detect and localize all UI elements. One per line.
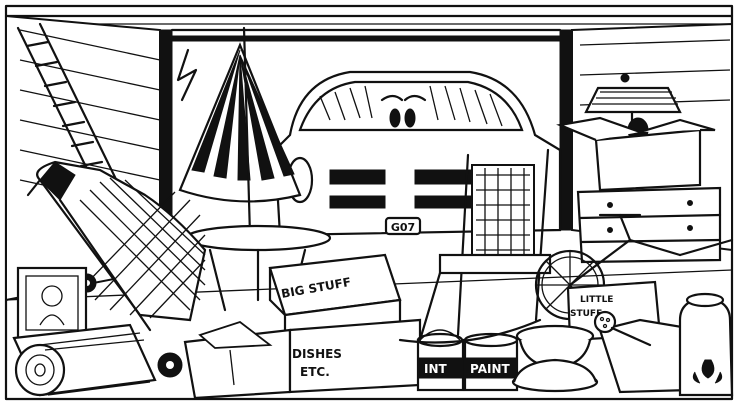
license-plate-text: G07 [391, 221, 415, 234]
car-eye-left [389, 108, 401, 128]
dishes-label-line2: ETC. [300, 365, 330, 379]
little-stuff-label-line2: STUFF [570, 309, 602, 319]
paint-can-right-label: PAINT [470, 362, 510, 376]
stroller-check-pattern [79, 177, 206, 319]
chair-weave [476, 168, 530, 262]
little-stuff-label-line1: LITTLE [580, 295, 613, 305]
dresser [576, 186, 722, 264]
paint-cans: INT PAINT [416, 329, 519, 392]
paint-can-left-label: INT [424, 362, 448, 376]
windshield-shading [319, 85, 503, 127]
rolled-rug [12, 323, 157, 397]
dishes-box: DISHES ETC. [183, 318, 422, 400]
car-eye-right [404, 108, 416, 128]
rocking-chair [398, 148, 552, 344]
framed-picture [16, 266, 88, 340]
cardboard-box-top [556, 116, 716, 192]
decorative-jug [678, 292, 734, 397]
bowl-stack [511, 324, 599, 393]
striped-umbrella [176, 26, 302, 237]
license-plate [384, 216, 422, 236]
dishes-label-line1: DISHES [292, 347, 342, 361]
table-lamp [584, 73, 682, 143]
